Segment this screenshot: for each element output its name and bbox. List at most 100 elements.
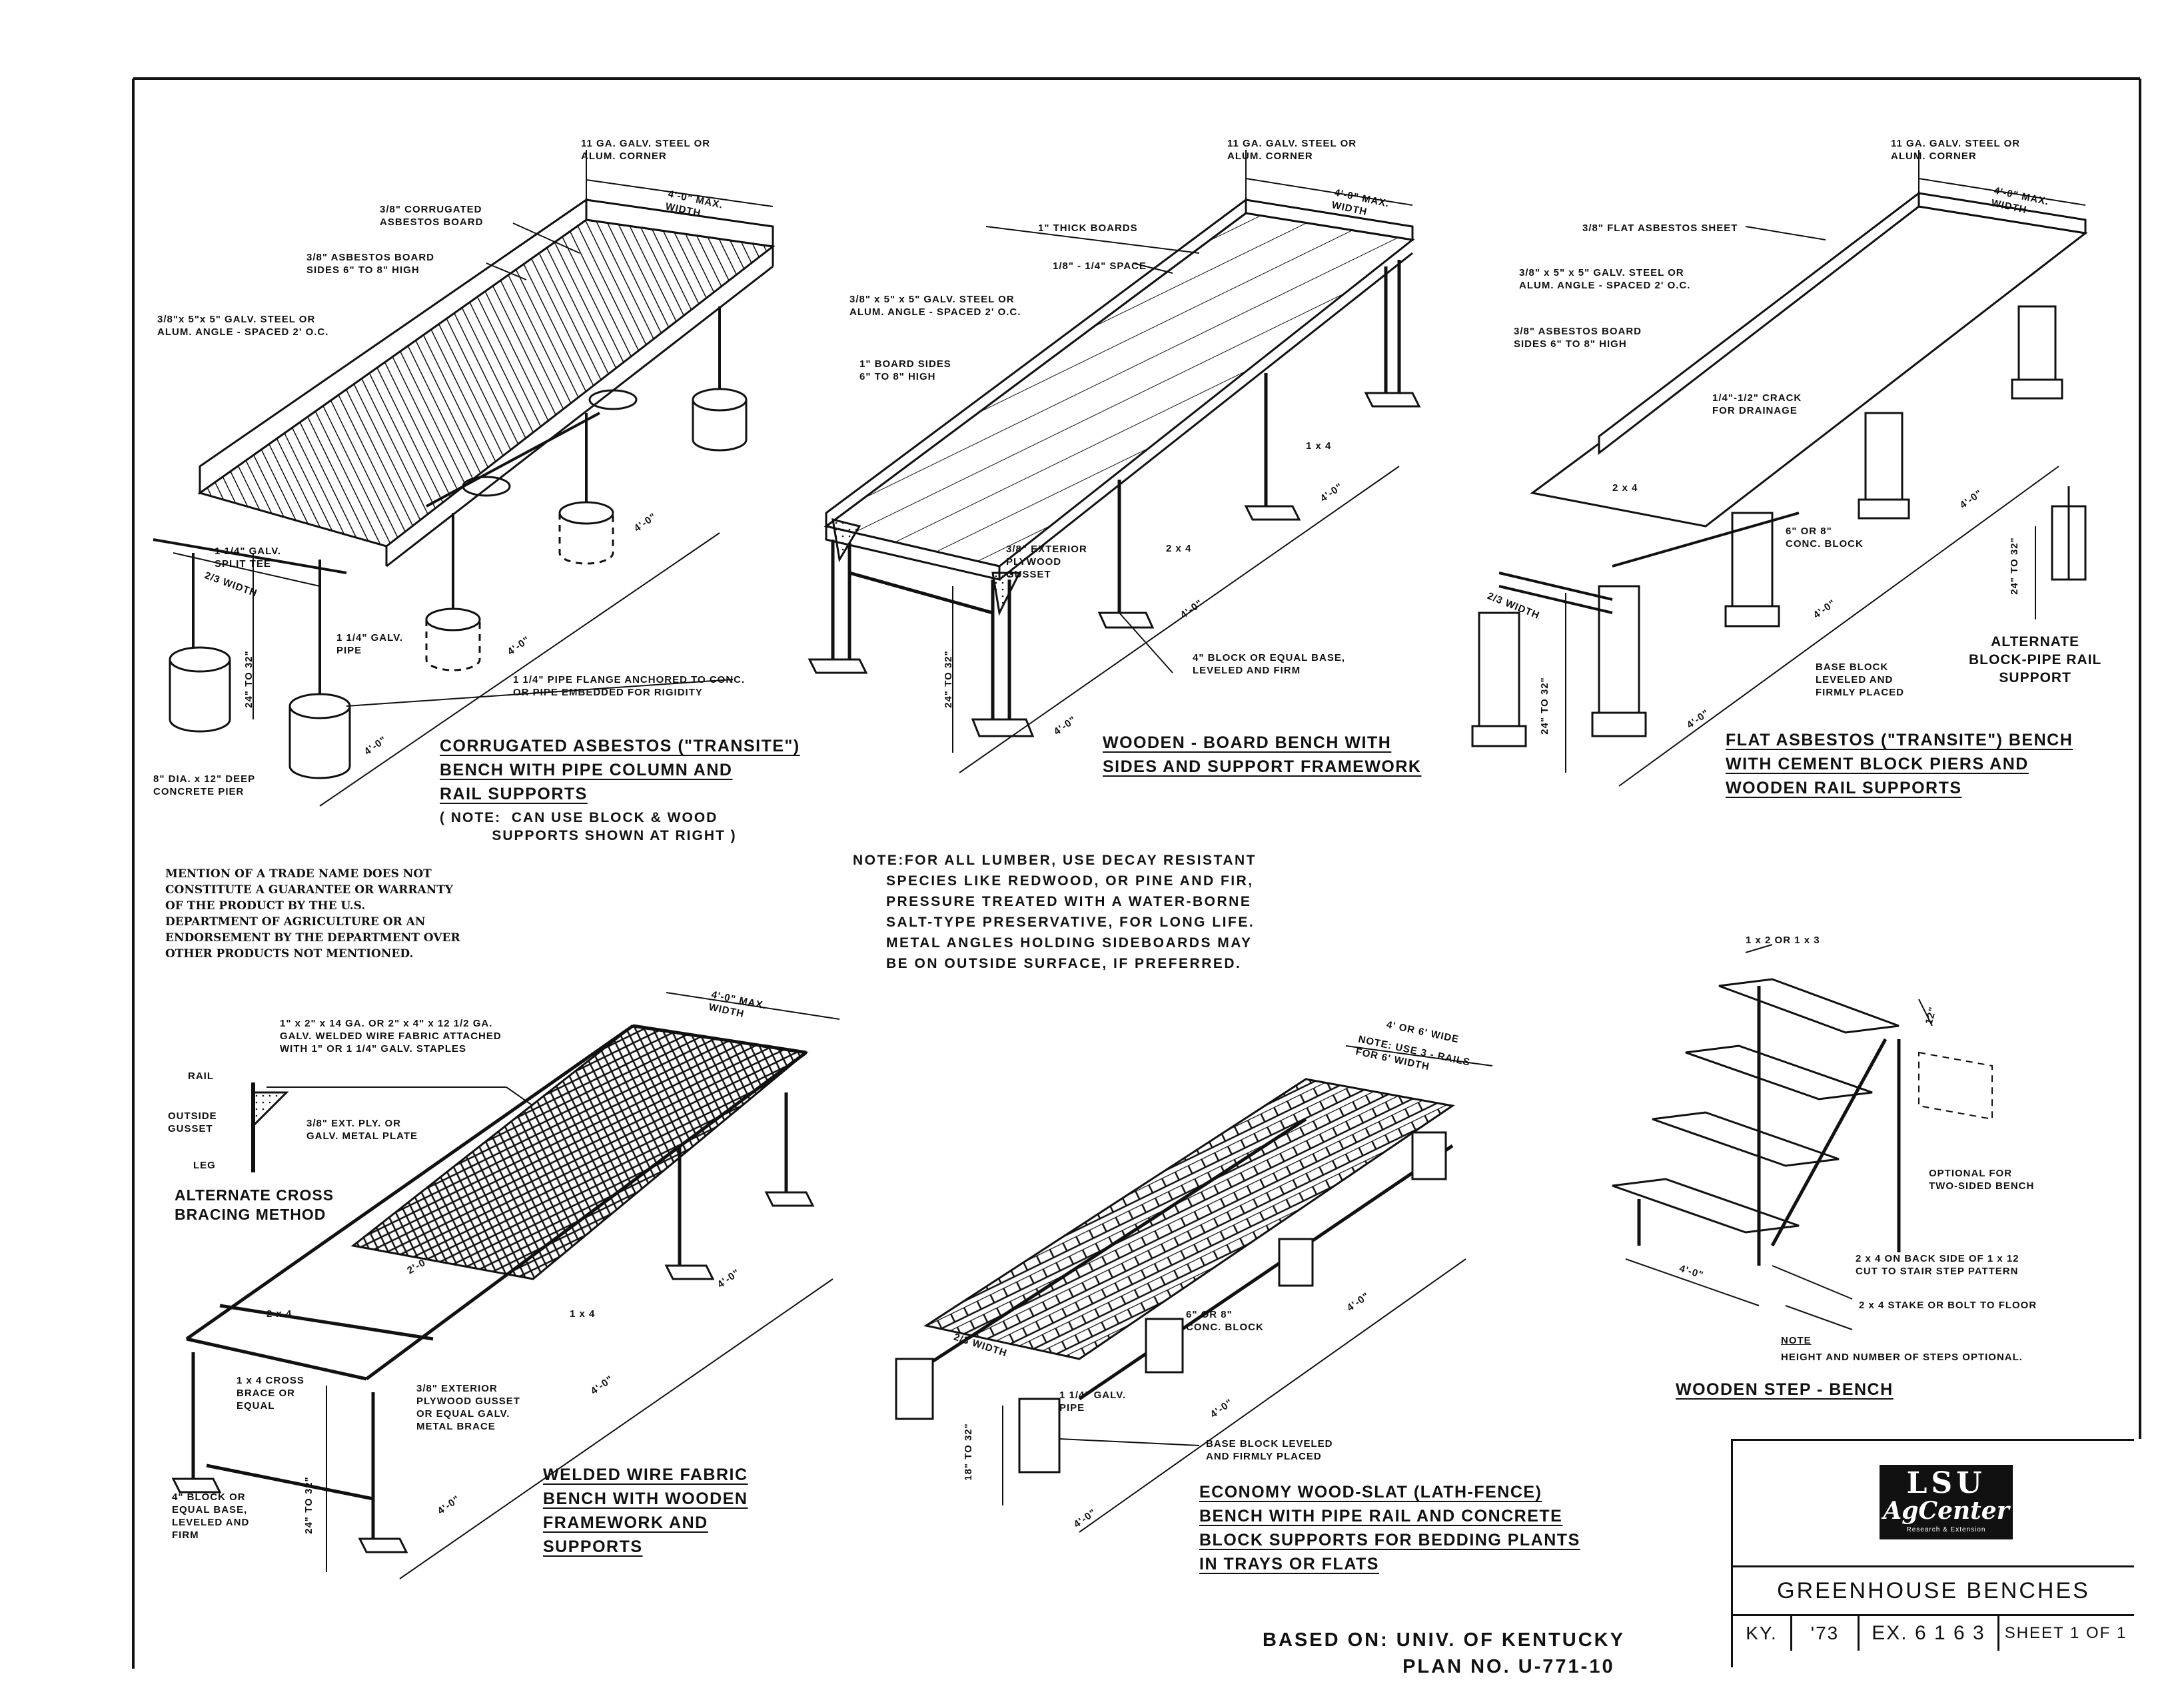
bench5-caption: ECONOMY WOOD-SLAT (LATH-FENCE) BENCH WIT… (1199, 1480, 1580, 1576)
bench3-block-piers (1471, 305, 2063, 747)
bench2-dimensions (952, 178, 1413, 773)
title-block: LSU AgCenter Research & Extension GREENH… (1731, 1439, 2134, 1667)
bench2-gusset (831, 518, 861, 563)
logo-tagline: Research & Extension (1906, 1526, 1986, 1533)
bench3-alt-support (2051, 486, 2087, 581)
bench4-cross-brace-label: 1 x 4 CROSS BRACE OR EQUAL (237, 1375, 304, 1412)
bench1-dimensions (173, 179, 774, 807)
bench2-1x4-label: 1 x 4 (1306, 440, 1332, 452)
bench5-pipe-label: 1 1/4" GALV. PIPE (1059, 1390, 1126, 1414)
ex-number-cell: EX. 6 1 6 3 (1860, 1616, 1999, 1651)
bench1-tee-label: 1 1/4" GALV. SPLIT TEE (215, 546, 281, 570)
bench5-slats (923, 1078, 1455, 1360)
bench6-optional (1918, 1051, 1993, 1120)
drawing-title: GREENHOUSE BENCHES (1733, 1565, 2134, 1616)
bench1-flange-label: 1 1/4" PIPE FLANGE ANCHORED TO CONC. OR … (513, 674, 746, 698)
bench4-caption: WELDED WIRE FABRIC BENCH WITH WOODEN FRA… (543, 1463, 748, 1559)
bench2-angle-label: 3/8" x 5" x 5" GALV. STEEL OR ALUM. ANGL… (849, 294, 1021, 318)
bench1-pier-label: 8" DIA. x 12" DEEP CONCRETE PIER (153, 773, 256, 797)
bench2-caption-line: WOODEN - BOARD BENCH WITH (1103, 733, 1392, 752)
disclaimer-line: ENDORSEMENT BY THE DEPARTMENT OVER (165, 931, 460, 945)
bench5-conc-block-label: 6" OR 8" CONC. BLOCK (1186, 1309, 1264, 1333)
bench4-2x4-label: 2 x 4 (267, 1308, 292, 1320)
bench3-alt-label: ALTERNATE BLOCK-PIPE RAIL SUPPORT (1969, 634, 2102, 685)
bench6-dimensions (1625, 999, 1933, 1306)
bench4-caption-line: WELDED WIRE FABRIC (543, 1466, 748, 1484)
bench3-caption-line: WITH CEMENT BLOCK PIERS AND (1726, 755, 2029, 773)
bench3-top (1530, 205, 2088, 528)
bench3-height-label: 24" TO 32" (1538, 677, 1550, 735)
bench6-back-label: 2 x 4 ON BACK SIDE OF 1 x 12 CUT TO STAI… (1856, 1253, 2019, 1277)
bench4-ext-ply-label: 3/8" EXT. PLY. OR GALV. METAL PLATE (306, 1118, 418, 1142)
bench4-blocks (171, 1191, 815, 1553)
bench5-dimensions (1002, 1045, 1493, 1533)
title-block-row: KY. '73 EX. 6 1 6 3 SHEET 1 OF 1 (1733, 1616, 2134, 1651)
bench3-dimensions (1565, 178, 2086, 787)
bench1-caption-line: RAIL SUPPORTS (440, 785, 588, 803)
bench6-frame (1637, 986, 1901, 1266)
bench4-alt-bracing (251, 1082, 289, 1172)
sheet-border (132, 77, 2141, 1669)
leader-lines (267, 150, 1919, 1446)
bench4-1x4-label: 1 x 4 (570, 1308, 596, 1320)
bench3-conc-block-label: 6" OR 8" CONC. BLOCK (1786, 526, 1864, 550)
bench2-space-label: 1/8" - 1/4" SPACE (1053, 260, 1147, 272)
bench4-caption-line: SUPPORTS (543, 1537, 643, 1556)
bench4-rail-label: RAIL (188, 1070, 214, 1082)
bench5-caption-line: IN TRAYS OR FLATS (1199, 1555, 1379, 1573)
bench4-gusset-label: 3/8" EXTERIOR PLYWOOD GUSSET OR EQUAL GA… (416, 1383, 520, 1432)
bench3-crack-label: 1/4"-1/2" CRACK FOR DRAINAGE (1712, 392, 1802, 416)
bench4-caption-line: FRAMEWORK AND (543, 1513, 708, 1532)
bench3-corner-label: 11 GA. GALV. STEEL OR ALUM. CORNER (1891, 138, 2021, 162)
bench5-caption-line: BENCH WITH PIPE RAIL AND CONCRETE (1199, 1507, 1563, 1525)
bench4-drawing (171, 992, 840, 1579)
bench3-sides-label: 3/8" ASBESTOS BOARD SIDES 6" TO 8" HIGH (1514, 326, 1642, 350)
bench5-caption-line: BLOCK SUPPORTS FOR BEDDING PLANTS (1199, 1531, 1580, 1549)
bench6-caption: WOODEN STEP - BENCH (1676, 1378, 1894, 1402)
bench5-block-supports (895, 1131, 1447, 1473)
bench6-slats-label: 1 x 2 OR 1 x 3 (1746, 935, 1820, 946)
bench2-gusset-label: 3/8" EXTERIOR PLYWOOD GUSSET (1006, 544, 1087, 580)
bench2-boards-label: 1" THICK BOARDS (1038, 222, 1138, 234)
bench5-height-label: 18" TO 32" (962, 1423, 974, 1481)
bench1-corner-label: 11 GA. GALV. STEEL OR ALUM. CORNER (581, 138, 711, 162)
bench4-caption-line: BENCH WITH WOODEN (543, 1489, 748, 1508)
bench4-height-label: 24" TO 32" (302, 1476, 314, 1534)
bench1-pipe-label: 1 1/4" GALV. PIPE (336, 632, 403, 656)
bench1-angle-label: 3/8"x 5"x 5" GALV. STEEL OR ALUM. ANGLE … (157, 314, 329, 338)
bench6-note-head: NOTE (1781, 1335, 1812, 1346)
bench1-caption-line: CORRUGATED ASBESTOS ("TRANSITE") (440, 737, 800, 755)
lumber-note-line: SALT-TYPE PRESERVATIVE, FOR LONG LIFE. (853, 915, 1255, 930)
disclaimer: MENTION OF A TRADE NAME DOES NOT CONSTIT… (165, 866, 460, 962)
lumber-note-line: SPECIES LIKE REDWOOD, OR PINE AND FIR, (853, 873, 1254, 889)
bench3-caption-line: WOODEN RAIL SUPPORTS (1726, 779, 1962, 797)
agcenter-logo: LSU AgCenter Research & Extension (1880, 1465, 2013, 1539)
disclaimer-line: OTHER PRODUCTS NOT MENTIONED. (165, 947, 414, 961)
bench4-alt-cross-label: ALTERNATE CROSS BRACING METHOD (175, 1186, 334, 1223)
lumber-note-line: METAL ANGLES HOLDING SIDEBOARDS MAY (853, 935, 1253, 951)
bench2-sides-label: 1" BOARD SIDES 6" TO 8" HIGH (859, 358, 951, 382)
bench1-pipe-columns (153, 306, 721, 706)
logo-lsu-text: LSU (1906, 1466, 1986, 1500)
bench2-drawing (808, 178, 1421, 773)
bench4-frame (185, 1024, 808, 1539)
disclaimer-line: MENTION OF A TRADE NAME DOES NOT (165, 867, 432, 881)
bench2-caption: WOODEN - BOARD BENCH WITH SIDES AND SUPP… (1103, 731, 1421, 779)
bench2-corner-label: 11 GA. GALV. STEEL OR ALUM. CORNER (1227, 138, 1357, 162)
bench3-sheet-label: 3/8" FLAT ASBESTOS SHEET (1582, 222, 1738, 234)
bench3-2x4-label: 2 x 4 (1612, 482, 1638, 494)
bench1-caption: CORRUGATED ASBESTOS ("TRANSITE") BENCH W… (440, 734, 800, 806)
state-cell: KY. (1733, 1616, 1792, 1651)
year-cell: '73 (1792, 1616, 1860, 1651)
bench1-sides-label: 3/8" ASBESTOS BOARD SIDES 6" TO 8" HIGH (306, 252, 434, 276)
disclaimer-line: CONSTITUTE A GUARANTEE OR WARRANTY (165, 883, 454, 897)
bench2-2x4-label: 2 x 4 (1166, 543, 1192, 554)
bench1-caption-line: BENCH WITH PIPE COLUMN AND (440, 761, 733, 779)
bench3-rails (1498, 512, 1800, 614)
bench1-piers (169, 388, 748, 779)
based-on-note: BASED ON: UNIV. OF KENTUCKY PLAN NO. U-7… (1263, 1629, 1625, 1677)
bench5-rails (925, 1117, 1454, 1401)
bench3-height-alt-label: 24" TO 32" (2008, 537, 2020, 595)
bench6-drawing (1612, 978, 1993, 1306)
